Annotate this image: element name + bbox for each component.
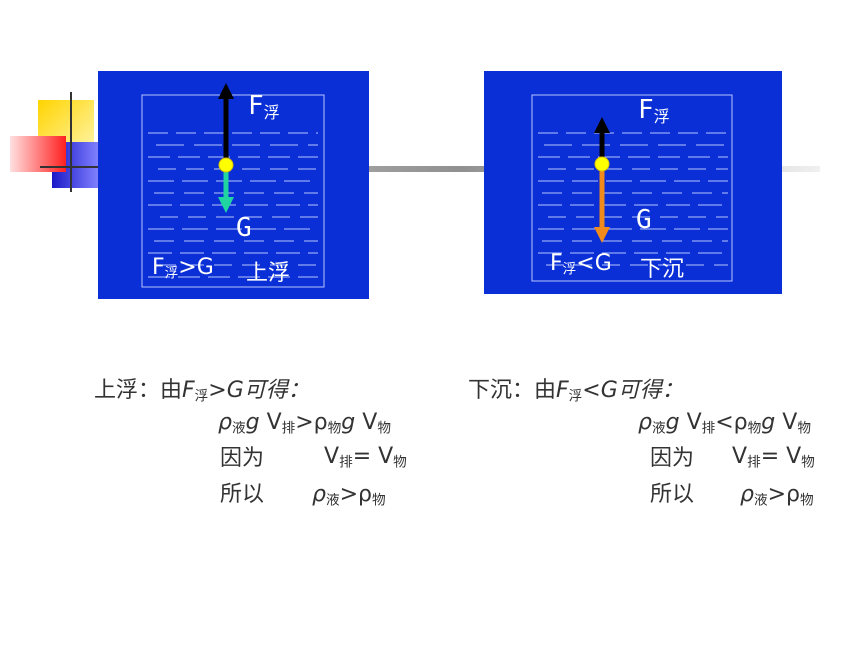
left-diagram-svg [141,83,325,288]
decor-vertical-line [70,92,72,192]
container-outline [141,94,325,288]
force-down-label: G [636,205,652,235]
left-therefore-label: 所以 [220,482,265,507]
gravity-arrow-down [218,169,234,213]
right-because-label: 因为 [650,446,695,471]
left-condition-line: 上浮：由F浮>G可得： [94,378,310,405]
relation-label: F浮<G [550,251,612,278]
left-float-diagram: F浮 G F浮>G 上浮 [98,71,369,299]
right-diagram-svg [531,94,733,282]
right-sink-diagram: F浮 G F浮<G 下沉 [484,71,782,294]
force-up-label: F浮 [638,95,670,127]
buoyancy-arrow-up [218,83,234,163]
right-therefore-label: 所以 [650,482,695,507]
buoyancy-arrow-up [594,117,610,159]
force-down-label: G [236,213,252,243]
container-outline [531,94,733,282]
left-because-label: 因为 [220,446,265,471]
water-lines [148,132,318,278]
result-label: 上浮 [246,261,291,286]
force-up-label: F浮 [248,91,280,123]
relation-label: F浮>G [152,255,214,282]
result-label: 下沉 [640,257,685,282]
object-dot [594,156,610,172]
gravity-arrow-down [594,169,610,243]
decor-horizontal-line [40,166,104,168]
object-dot [218,157,234,173]
right-condition-line: 下沉：由F浮<G可得： [468,378,684,405]
water-lines [538,132,728,266]
right-therefore-eq: ρ液>ρ物 [740,482,814,509]
decor-gray-rule [100,166,820,172]
left-therefore-eq: ρ液>ρ物 [312,482,386,509]
right-inequality-line: ρ液g V排<ρ物g V物 [638,410,811,437]
left-because-eq: V排= V物 [324,444,407,471]
right-because-eq: V排= V物 [732,444,815,471]
left-inequality-line: ρ液g V排>ρ物g V物 [218,410,391,437]
